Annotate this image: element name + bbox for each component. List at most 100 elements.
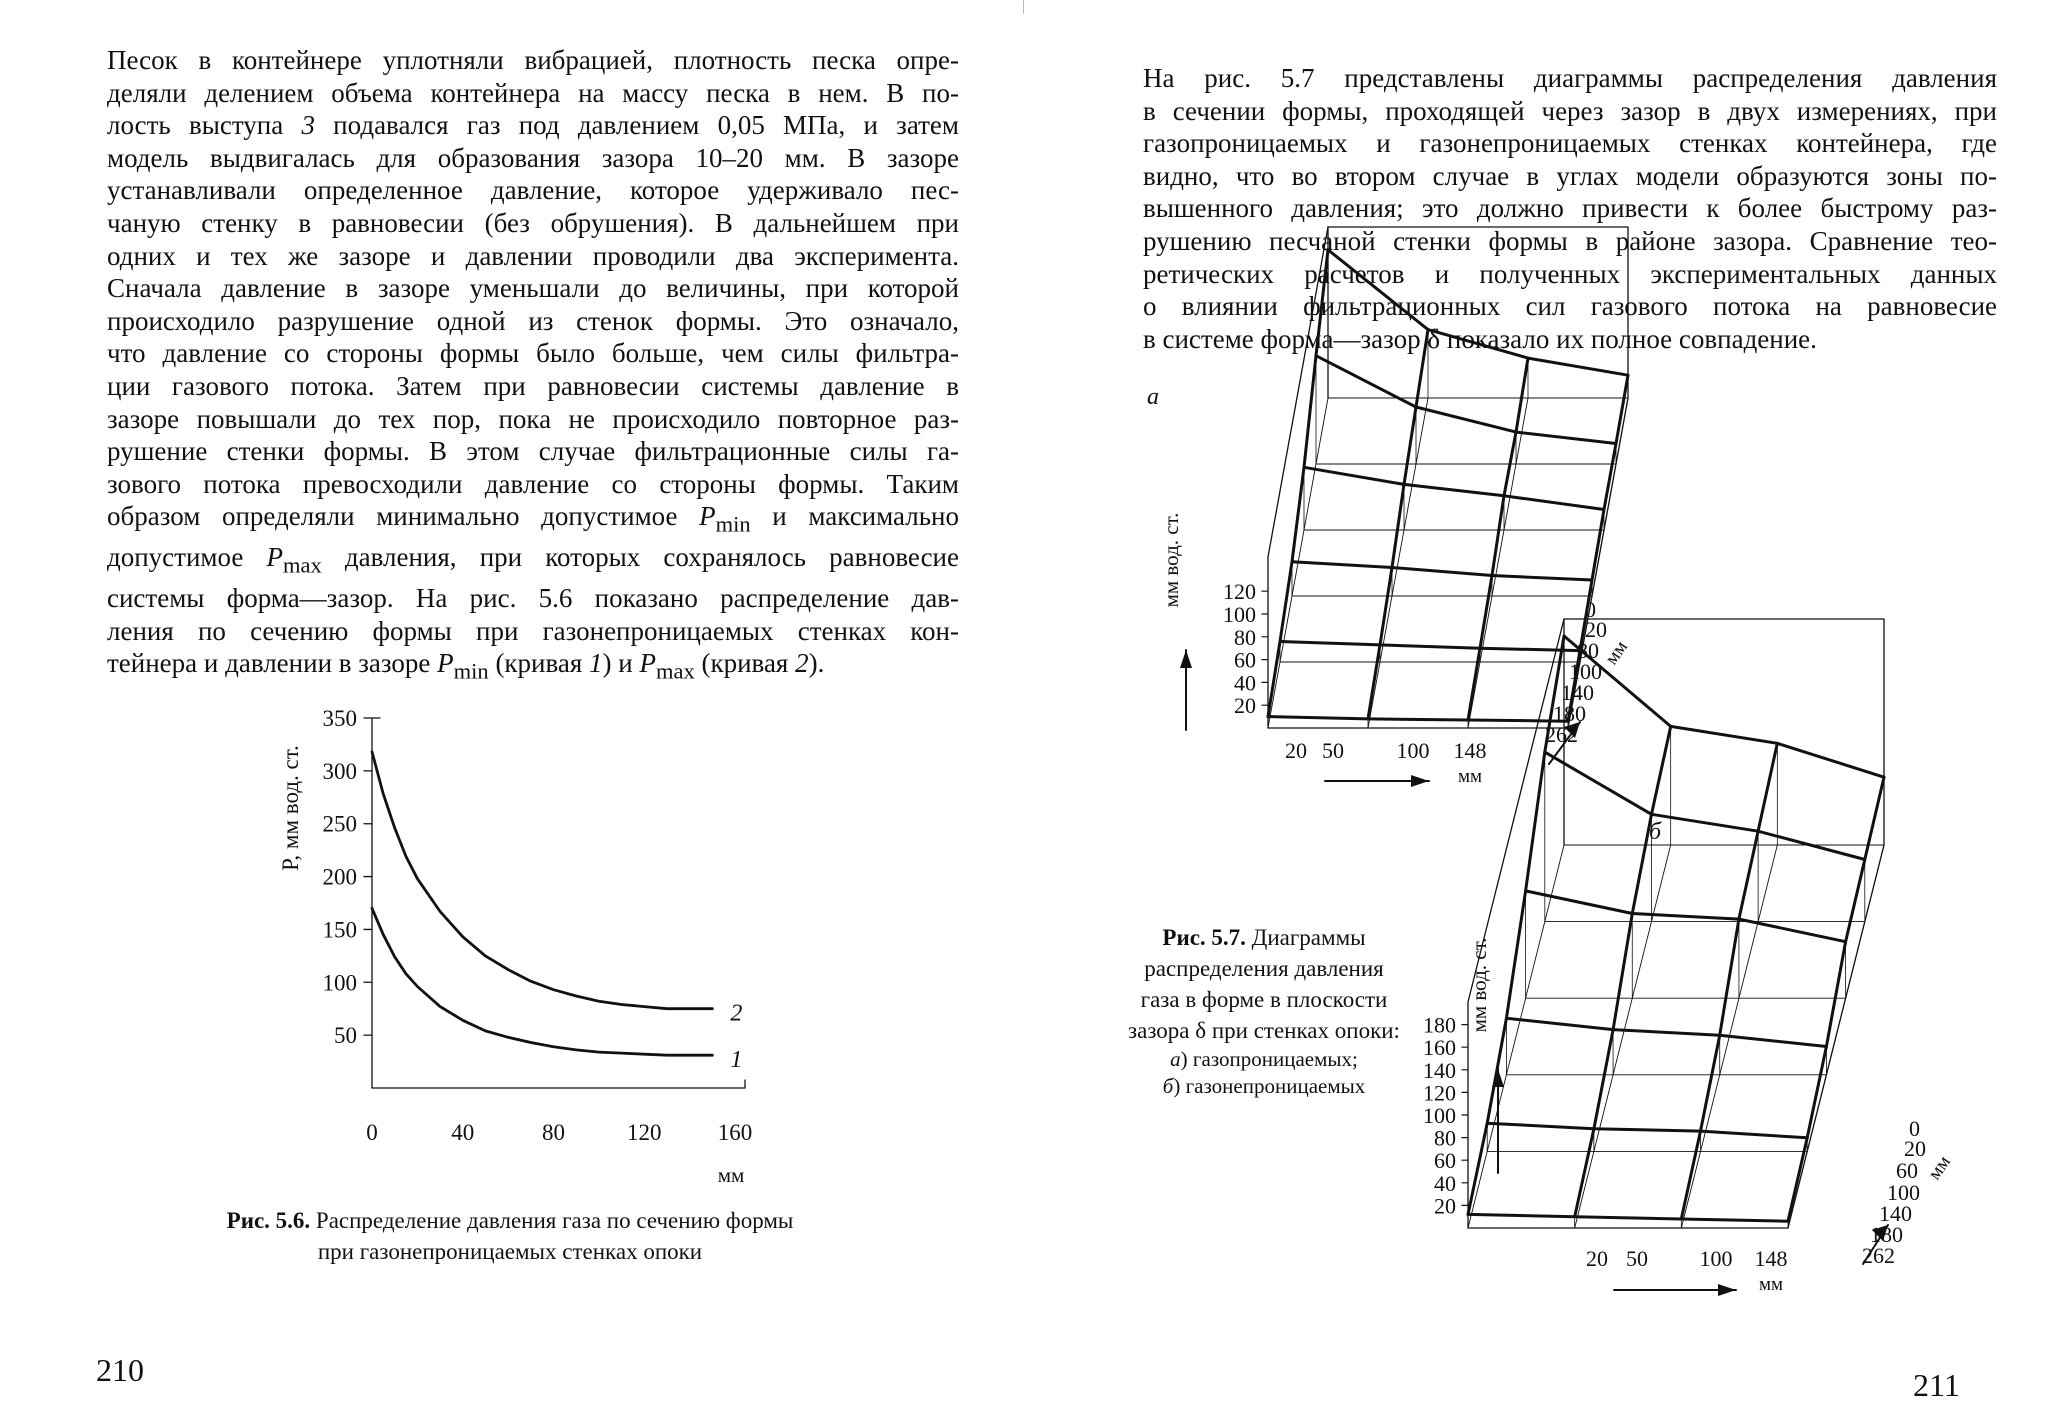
- z-tick-label: 100: [1223, 602, 1256, 627]
- x-tick-label: 100: [1700, 1246, 1733, 1271]
- surface-row-curve: [1326, 248, 1630, 377]
- text-line: чаную стенку в равновесии (без обрушения…: [107, 207, 959, 238]
- z-tick-label: 80: [1434, 1126, 1456, 1151]
- text-line: газопроницаемых и газонепроницаемых стен…: [1143, 128, 1997, 159]
- y-tick-label: 0: [1909, 1116, 1920, 1141]
- y-tick-label: 60: [1896, 1158, 1918, 1183]
- text-line: устанавливали определенное давление, кот…: [107, 175, 959, 206]
- text-line: тейнера и давлении в зазоре Pmin (кривая…: [107, 648, 825, 684]
- z-tick-label: 180: [1423, 1013, 1456, 1038]
- text-line: рушение стенки формы. В этом случае филь…: [107, 436, 959, 467]
- z-tick-label: 60: [1434, 1148, 1456, 1173]
- base-grid-line: [1467, 397, 1529, 729]
- base-grid-line: [1787, 844, 1885, 1229]
- text-line: ретических расчетов и полученных экспери…: [1143, 258, 1997, 289]
- caption-item-b: б) газонепроницаемых: [1162, 1074, 1366, 1098]
- x-axis-unit: мм: [718, 1163, 745, 1187]
- page-fold: [1023, 0, 1024, 14]
- y-tick-label: 140: [1561, 680, 1594, 705]
- y-tick-label: 250: [323, 812, 358, 837]
- surface-row-curve: [1466, 1212, 1790, 1223]
- x-tick-label: 0: [366, 1120, 378, 1145]
- text-line: одних и тех же зазоре и давлении проводи…: [107, 240, 959, 271]
- surface-row-curve: [1543, 750, 1867, 861]
- text-line: лость выступа 3 подавался газ под давлен…: [107, 110, 959, 141]
- y-tick-label: 200: [323, 865, 358, 890]
- y-axis-label: P, мм вод. ст.: [278, 745, 303, 871]
- z-tick-label: 100: [1423, 1103, 1456, 1128]
- figure-5-6-caption: Рис. 5.6. Распределение давления газа по…: [140, 1205, 880, 1267]
- z-tick-label: 80: [1234, 625, 1256, 650]
- y-tick-label: 0: [1585, 597, 1596, 622]
- caption-text: газа в форме в плоскости: [1140, 987, 1388, 1012]
- text-line: происходило разрушение одной из стенок ф…: [107, 305, 959, 336]
- surface-column-curve: [1266, 248, 1330, 719]
- text-line: в системе форма—зазор δ показало их полн…: [1143, 323, 1817, 354]
- z-axis-arrowhead: [1180, 650, 1192, 668]
- surface-row-curve: [1524, 889, 1848, 944]
- page-number: 210: [96, 1352, 144, 1388]
- caption-label: Рис. 5.7.: [1162, 925, 1246, 950]
- z-tick-label: 40: [1434, 1171, 1456, 1196]
- y-tick-label: 20: [1585, 617, 1607, 642]
- text-line: зового потока превосходили давление со с…: [107, 468, 959, 499]
- text-line: образом определяли минимально допустимое…: [107, 501, 959, 537]
- text-line: зазоре повышали до тех пор, пока не прои…: [107, 403, 959, 434]
- surface-row-curve: [1302, 465, 1606, 511]
- y-tick-label: 80: [1577, 638, 1599, 663]
- caption-item-a: а) газопроницаемых;: [1170, 1047, 1358, 1071]
- x-tick-label: 40: [451, 1120, 474, 1145]
- text-line: модель выдвигалась для образования зазор…: [107, 142, 959, 173]
- base-grid-line: [1467, 844, 1565, 1229]
- text-line: в сечении формы, проходящей через зазор …: [1143, 95, 1997, 126]
- text-line: деляли делением объема контейнера на мас…: [107, 77, 959, 108]
- caption-text: распределения давления: [1144, 956, 1384, 981]
- surface-column-curve: [1566, 373, 1630, 723]
- y-tick-label: 140: [1879, 1201, 1912, 1226]
- x-axis-arrowhead: [1411, 775, 1429, 787]
- x-tick-label: 50: [1626, 1246, 1648, 1271]
- text-line: допустимое Pmax давления, при которых со…: [107, 542, 959, 578]
- z-tick-label: 40: [1234, 670, 1256, 695]
- x-tick-label: 120: [627, 1120, 662, 1145]
- z-tick-label: 20: [1434, 1193, 1456, 1218]
- y-axis-arrowhead: [1872, 1225, 1888, 1241]
- x-tick-label: 148: [1454, 738, 1487, 763]
- y-tick-label: 100: [1887, 1180, 1920, 1205]
- z-axis-label: мм вод. ст.: [1467, 938, 1491, 1033]
- y-tick-label: 20: [1904, 1136, 1926, 1161]
- series-1-curve: [370, 906, 714, 1057]
- caption-label: Рис. 5.6.: [226, 1208, 311, 1233]
- y-tick-label: 350: [323, 706, 358, 731]
- x-tick-label: 148: [1755, 1246, 1788, 1271]
- text-line: о влиянии фильтрационных сил газового по…: [1143, 291, 1997, 322]
- x-tick-label: 160: [718, 1120, 753, 1145]
- text-line: системы форма—зазор. На рис. 5.6 показан…: [107, 583, 959, 614]
- caption-text: Диаграммы: [1251, 925, 1366, 950]
- z-axis-arrowhead: [1492, 1069, 1504, 1087]
- back-edge: [1267, 226, 1329, 558]
- y-tick-label: 262: [1862, 1243, 1895, 1268]
- text-line: рушению песчаной стенки формы в районе з…: [1143, 225, 1997, 256]
- y-tick-label: 150: [323, 917, 358, 942]
- z-axis-label: мм вод. ст.: [1159, 513, 1183, 608]
- surface-column-curve: [1679, 741, 1779, 1221]
- z-tick-label: 120: [1423, 1080, 1456, 1105]
- series-2-curve: [370, 750, 714, 1011]
- surface-column-curve: [1573, 724, 1673, 1219]
- text-line: Сначала давление в зазоре уменьшали до в…: [107, 273, 959, 304]
- x-axis-unit: мм: [1458, 766, 1482, 787]
- series-1-label: 1: [730, 1047, 742, 1073]
- surface-column-curve: [1466, 634, 1566, 1216]
- text-line: На рис. 5.7 представлены диаграммы распр…: [1143, 63, 1997, 93]
- y-tick-label: 50: [334, 1023, 357, 1048]
- surface-column-curve: [1786, 775, 1886, 1223]
- left-page: Песок в контейнере уплотняли вибрацией, …: [96, 45, 959, 1388]
- surface-row-curve: [1562, 634, 1886, 779]
- y-axis-arrowhead: [1564, 722, 1580, 738]
- x-tick-label: 80: [542, 1120, 565, 1145]
- series-2-label: 2: [730, 1001, 742, 1027]
- surface-row-curve: [1485, 1121, 1809, 1140]
